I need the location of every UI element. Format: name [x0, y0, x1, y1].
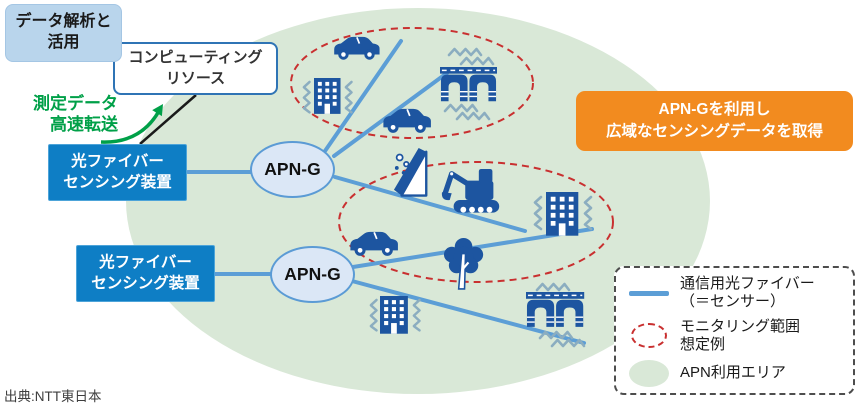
building-icon: [546, 192, 579, 236]
fiber-line-swatch: [629, 291, 669, 296]
fiber-device1-line1: 光ファイバー: [71, 152, 164, 170]
data-analysis-line1: データ解析と: [15, 13, 112, 31]
fiber-line-c: [333, 175, 527, 233]
fiber-line-a: [323, 39, 403, 153]
monitoring-ellipse-top: [290, 27, 534, 139]
legend: 通信用光ファイバー （＝センサー） モニタリング範囲 想定例 APN利用エリア: [614, 266, 855, 395]
apn-g-node-2: APN-G: [270, 246, 355, 303]
monitoring-ellipse-middle: [338, 161, 614, 283]
source-label: 出典:NTT東日本: [4, 389, 102, 404]
transfer-label: 測定データ 高速転送: [14, 93, 118, 136]
building-icon: [380, 296, 408, 334]
computing-resource-box: コンピューティング リソース: [113, 42, 278, 95]
computing-line2: リソース: [165, 69, 226, 87]
callout-line1: APN-Gを利用し: [658, 100, 771, 118]
callout-line2: 広域なセンシングデータを取得: [605, 123, 823, 140]
apn-g-node-1: APN-G: [250, 141, 335, 198]
transfer-line1: 測定データ: [33, 94, 118, 113]
data-analysis-box: データ解析と 活用: [5, 4, 122, 62]
legend-label-fiber: 通信用光ファイバー （＝センサー）: [680, 275, 815, 311]
transfer-line2: 高速転送: [50, 115, 118, 135]
monitoring-range-swatch: [631, 323, 667, 349]
fiber-device2-line1: 光ファイバー: [99, 253, 192, 271]
computing-connector-line: [139, 94, 197, 145]
apn-g-node-2-label: APN-G: [284, 264, 341, 284]
legend-label-apn-area: APN利用エリア: [680, 364, 786, 382]
fiber-device1-line2: センシング装置: [63, 173, 172, 191]
apn-g-node-1-label: APN-G: [264, 159, 321, 179]
legend-row-fiber: 通信用光ファイバー （＝センサー）: [626, 275, 845, 312]
fiber-device2-line2: センシング装置: [91, 274, 200, 292]
legend-row-apn-area: APN利用エリア: [626, 360, 845, 387]
building-icon: [314, 78, 341, 114]
transfer-arrow: [100, 104, 163, 144]
fiber-line-b: [332, 71, 449, 158]
apn-g-callout: APN-Gを利用し 広域なセンシングデータを取得: [576, 91, 853, 151]
legend-label-monitoring: モニタリング範囲 想定例: [680, 317, 801, 353]
fiber-sensing-device-box-1: 光ファイバー センシング装置: [48, 144, 187, 201]
legend-row-monitoring: モニタリング範囲 想定例: [626, 318, 845, 355]
fiber-sensing-device-box-2: 光ファイバー センシング装置: [76, 245, 215, 302]
apn-area-swatch: [629, 360, 669, 387]
data-analysis-line2: 活用: [47, 34, 80, 51]
computing-line1: コンピューティング: [128, 49, 263, 67]
